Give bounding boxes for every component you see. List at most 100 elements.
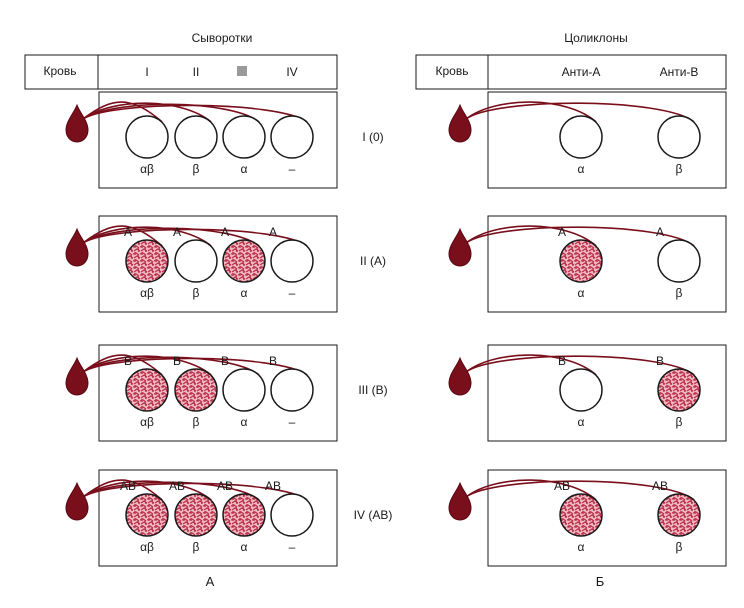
blood-drop — [66, 358, 88, 395]
agglutinated-well — [560, 494, 602, 536]
antibody-label: α — [241, 540, 248, 554]
blood-drop — [449, 483, 471, 520]
blood-drop — [449, 229, 471, 266]
serum-row-4: AB αβ AB β AB α AB – IV (AB) — [66, 470, 392, 566]
antibody-label: α — [241, 162, 248, 176]
agglutinated-well — [658, 369, 700, 411]
antibody-label: α — [241, 286, 248, 300]
antibody-label: β — [193, 540, 200, 554]
blood-drop — [66, 229, 88, 266]
serums-title: Сыворотки — [192, 31, 253, 45]
coliclone-row-3: Bα Bβ — [449, 345, 726, 441]
agglutinated-well — [223, 240, 265, 282]
antibody-label: α — [578, 415, 585, 429]
panel-b-caption: Б — [596, 574, 605, 589]
blood-drop — [66, 105, 88, 142]
clear-well — [658, 116, 700, 158]
blood-group-label: III (B) — [358, 383, 387, 397]
antigen-tag: A — [269, 225, 277, 239]
antibody-label: αβ — [140, 162, 154, 176]
clear-well — [126, 116, 168, 158]
blood-drop — [449, 358, 471, 395]
blood-group-label: IV (AB) — [354, 508, 393, 522]
blood-drop — [66, 483, 88, 520]
panel-b-header: Цоликлоны Кровь Анти-A Анти-B — [416, 31, 726, 89]
blood-group-label: I (0) — [362, 130, 383, 144]
blood-label: Кровь — [44, 64, 77, 78]
antibody-label: β — [193, 286, 200, 300]
antibody-label: α — [578, 286, 585, 300]
clear-well — [271, 116, 313, 158]
agglutinated-well — [126, 369, 168, 411]
antigen-tag: AB — [554, 479, 570, 493]
clear-well — [175, 116, 217, 158]
antibody-label: β — [193, 415, 200, 429]
antibody-label: αβ — [140, 415, 154, 429]
coliclone-row-4: AB α AB β — [449, 470, 726, 566]
antigen-tag: A — [173, 225, 181, 239]
blood-label-b: Кровь — [436, 64, 469, 78]
coliclones-title: Цоликлоны — [564, 31, 627, 45]
antigen-tag: AB — [120, 479, 136, 493]
antigen-tag: A — [656, 225, 664, 239]
agglutinated-well — [126, 240, 168, 282]
clear-well — [223, 369, 265, 411]
antibody-label: – — [289, 415, 296, 429]
antigen-tag: B — [656, 354, 664, 368]
clear-well — [658, 240, 700, 282]
antigen-tag: AB — [652, 479, 668, 493]
antibody-label: – — [289, 162, 296, 176]
agglutinated-well — [223, 494, 265, 536]
antigen-tag: AB — [265, 479, 281, 493]
antibody-label: β — [676, 415, 683, 429]
clear-well — [271, 494, 313, 536]
clear-well — [271, 369, 313, 411]
blood-group-label: II (A) — [360, 254, 386, 268]
antibody-label: β — [676, 540, 683, 554]
antigen-tag: A — [558, 225, 566, 239]
antibody-label: α — [241, 415, 248, 429]
antigen-tag: B — [558, 354, 566, 368]
antibody-label: α — [578, 162, 585, 176]
clear-well — [223, 116, 265, 158]
antigen-tag: A — [221, 225, 229, 239]
antibody-label: β — [193, 162, 200, 176]
clear-well — [560, 369, 602, 411]
serum-row-3: Bαβ Bβ Bα B – III (B) — [66, 345, 388, 441]
antigen-tag: B — [221, 354, 229, 368]
panel-a-caption: А — [206, 574, 215, 589]
antibody-label: – — [289, 540, 296, 554]
antigen-tag: A — [124, 225, 132, 239]
clear-well — [175, 240, 217, 282]
antibody-label: αβ — [140, 540, 154, 554]
clear-well — [560, 116, 602, 158]
antigen-tag: B — [269, 354, 277, 368]
agglutinated-well — [658, 494, 700, 536]
antigen-tag: AB — [217, 479, 233, 493]
antibody-label: β — [676, 162, 683, 176]
agglutinated-well — [560, 240, 602, 282]
serum-col-4: IV — [286, 65, 297, 79]
coliclone-row-2: Aα Aβ — [449, 216, 726, 312]
antigen-tag: B — [124, 354, 132, 368]
serum-row-1: αβ β α – I (0) — [66, 92, 384, 188]
antibody-label: αβ — [140, 286, 154, 300]
serum-col-2: II — [193, 65, 200, 79]
antigen-tag: B — [173, 354, 181, 368]
serum-col-1: I — [145, 65, 148, 79]
agglutinated-well — [175, 494, 217, 536]
antibody-label: α — [578, 540, 585, 554]
anti-a-label: Анти-A — [562, 65, 601, 79]
antibody-label: β — [676, 286, 683, 300]
clear-well — [271, 240, 313, 282]
blood-drop — [449, 105, 471, 142]
agglutinated-well — [175, 369, 217, 411]
agglutinated-well — [126, 494, 168, 536]
antigen-tag: AB — [169, 479, 185, 493]
serum-col-3-swatch — [237, 66, 247, 76]
anti-b-label: Анти-B — [660, 65, 699, 79]
